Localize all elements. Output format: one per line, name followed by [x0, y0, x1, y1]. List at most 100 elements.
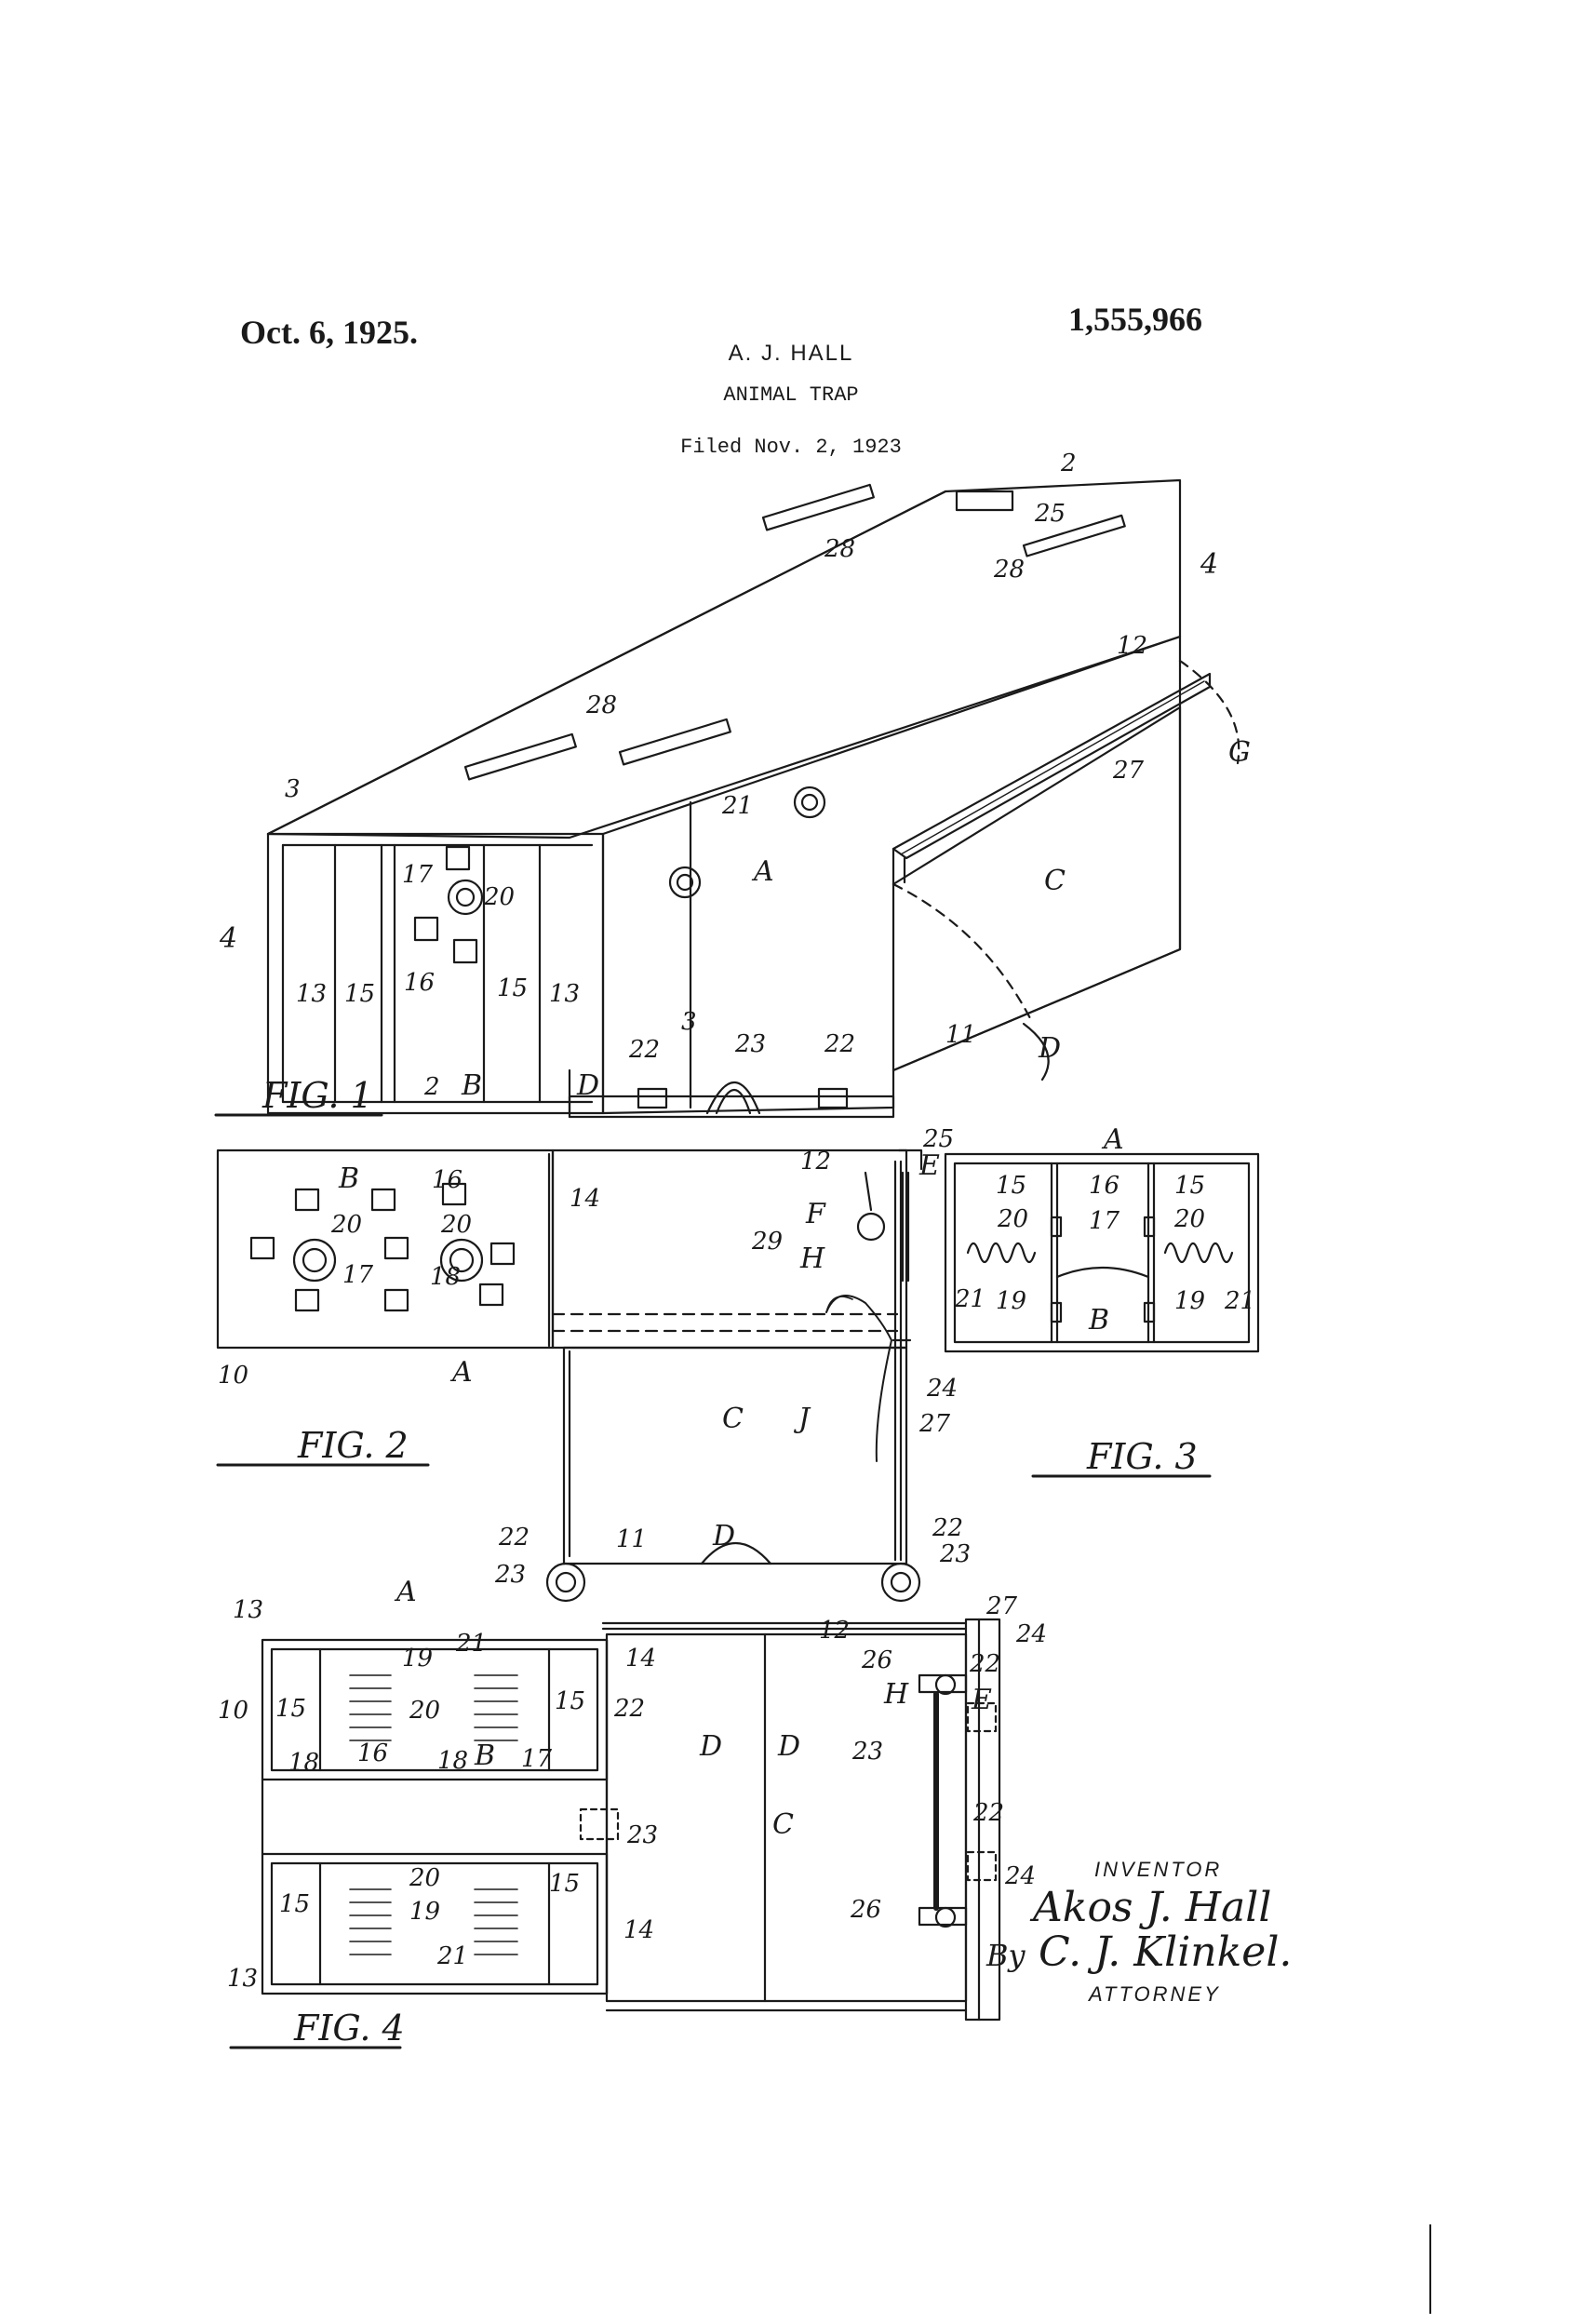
fig2-label: F — [805, 1198, 826, 1230]
fig4-label: 21 — [455, 1630, 487, 1658]
fig1-label: 16 — [404, 969, 435, 997]
fig4-label: 22 — [969, 1650, 1000, 1678]
fig4-label: 14 — [625, 1645, 656, 1672]
figure-captions: FIG. 1 FIG. 2 FIG. 3 FIG. 4 — [261, 1075, 1198, 2049]
fig2-label: 11 — [616, 1525, 647, 1553]
fig1-label: 12 — [1117, 632, 1147, 660]
fig4-label: 23 — [626, 1821, 658, 1849]
fig1-label: 3 — [681, 1008, 697, 1036]
fig2-label: C — [722, 1403, 744, 1435]
fig1-label: 22 — [628, 1036, 660, 1064]
fig3-label: 15 — [1174, 1172, 1205, 1200]
fig2-label: 20 — [440, 1211, 472, 1239]
fig4-label: 17 — [521, 1745, 553, 1773]
figure-4-drawing — [261, 1618, 1001, 2022]
fig3-label: B — [1088, 1304, 1109, 1337]
figure-1-labels: 2 25 28 28 28 4 12 G 27 3 21 A C 17 20 4… — [219, 450, 1251, 1102]
fig4-label: 19 — [402, 1645, 433, 1672]
fig2-label: 14 — [570, 1185, 600, 1213]
fig4-label: 26 — [850, 1896, 881, 1924]
fig2-label: E — [918, 1149, 940, 1182]
fig4-label: 13 — [233, 1596, 263, 1624]
fig2-label: 23 — [939, 1540, 971, 1568]
fig4-label: 18 — [437, 1747, 468, 1775]
fig2-label: 23 — [494, 1561, 526, 1589]
fig1-label: 13 — [296, 980, 327, 1008]
fig1-label: C — [1044, 865, 1066, 897]
fig4-label: 21 — [436, 1942, 468, 1970]
fig4-label: A — [394, 1576, 417, 1608]
fig3-label: 16 — [1089, 1172, 1119, 1200]
fig3-label: 20 — [997, 1205, 1028, 1233]
patent-number: 1,555,966 — [1068, 301, 1202, 338]
fig4-label: 23 — [851, 1738, 883, 1766]
fig2-label: 16 — [432, 1166, 463, 1194]
fig4-label: 24 — [1004, 1862, 1036, 1890]
fig2-caption: FIG. 2 — [297, 1425, 409, 1466]
fig4-label: 27 — [985, 1592, 1018, 1620]
fig4-label: 20 — [409, 1864, 440, 1892]
fig2-label: B — [338, 1162, 359, 1195]
inventor-signature: Akos J. Hall — [1033, 1884, 1272, 1931]
fig4-label: 14 — [623, 1916, 654, 1944]
fig1-label: 17 — [402, 861, 434, 889]
fig3-label: 21 — [1224, 1287, 1255, 1315]
fig2-label: J — [793, 1403, 811, 1435]
figure-2-labels: B 16 20 20 14 17 18 10 A 25 E 12 F 29 H … — [218, 1125, 971, 1589]
fig4-label: 22 — [613, 1695, 645, 1723]
fig4-label: 13 — [227, 1965, 258, 1993]
by-label: By — [986, 1938, 1026, 1973]
fig4-label: 16 — [357, 1740, 388, 1767]
fig1-label: 20 — [483, 883, 515, 911]
fig2-label: 27 — [918, 1410, 951, 1438]
fig2-label: 29 — [751, 1228, 783, 1256]
fig1-label: 2 — [423, 1073, 440, 1101]
fig4-label: 15 — [555, 1687, 585, 1715]
fig4-label: 26 — [861, 1646, 892, 1674]
fig4-label: H — [883, 1678, 909, 1711]
fig3-label: A — [1101, 1123, 1124, 1156]
fig1-label: D — [1038, 1032, 1061, 1065]
figure-1-drawing — [266, 478, 1240, 1119]
fig4-label: C — [772, 1808, 794, 1841]
fig4-label: 15 — [279, 1890, 310, 1918]
fig2-label: 10 — [218, 1362, 248, 1390]
fig4-label: 12 — [819, 1617, 850, 1645]
fig3-label: 20 — [1173, 1205, 1205, 1233]
fig1-label: 11 — [945, 1021, 976, 1049]
fig2-label: 25 — [922, 1125, 954, 1153]
fig1-label: 23 — [734, 1030, 766, 1058]
fig1-label: 15 — [344, 980, 375, 1008]
fig2-label: 12 — [800, 1148, 831, 1175]
fig4-label: 10 — [218, 1697, 248, 1725]
fig2-label: 22 — [932, 1514, 963, 1542]
figure-3-drawing — [944, 1152, 1260, 1353]
fig4-label: 20 — [409, 1697, 440, 1725]
fig4-label: E — [971, 1684, 992, 1716]
fig2-label: 24 — [926, 1375, 958, 1403]
fig1-label: 25 — [1034, 500, 1066, 528]
figure-3-labels: A 15 16 15 20 17 20 21 19 19 B 21 — [954, 1123, 1255, 1337]
filed-date: Filed Nov. 2, 1923 — [680, 436, 902, 459]
inventor-label: INVENTOR — [1094, 1858, 1223, 1881]
fig1-label: B — [461, 1069, 482, 1102]
attorney-label: ATTORNEY — [1089, 1982, 1221, 2006]
fig1-label: 13 — [549, 980, 580, 1008]
fig4-label: 15 — [275, 1695, 306, 1723]
patent-date: Oct. 6, 1925. — [240, 314, 418, 351]
fig4-label: 24 — [1015, 1620, 1047, 1648]
fig1-label: 22 — [824, 1030, 855, 1058]
figure-2-drawing — [216, 1149, 923, 1603]
fig1-label: 28 — [824, 535, 855, 563]
fig1-label: A — [751, 855, 774, 888]
fig1-label: 21 — [721, 792, 753, 820]
fig3-caption: FIG. 3 — [1086, 1436, 1198, 1477]
fig2-label: D — [712, 1520, 735, 1552]
attorney-signature: C. J. Klinkel. — [1039, 1928, 1293, 1976]
fig1-caption: FIG. 1 — [261, 1075, 373, 1116]
fig1-label: 4 — [219, 922, 237, 955]
fig1-label: D — [576, 1069, 599, 1102]
fig2-label: 18 — [430, 1263, 461, 1291]
fig3-label: 19 — [996, 1287, 1026, 1315]
